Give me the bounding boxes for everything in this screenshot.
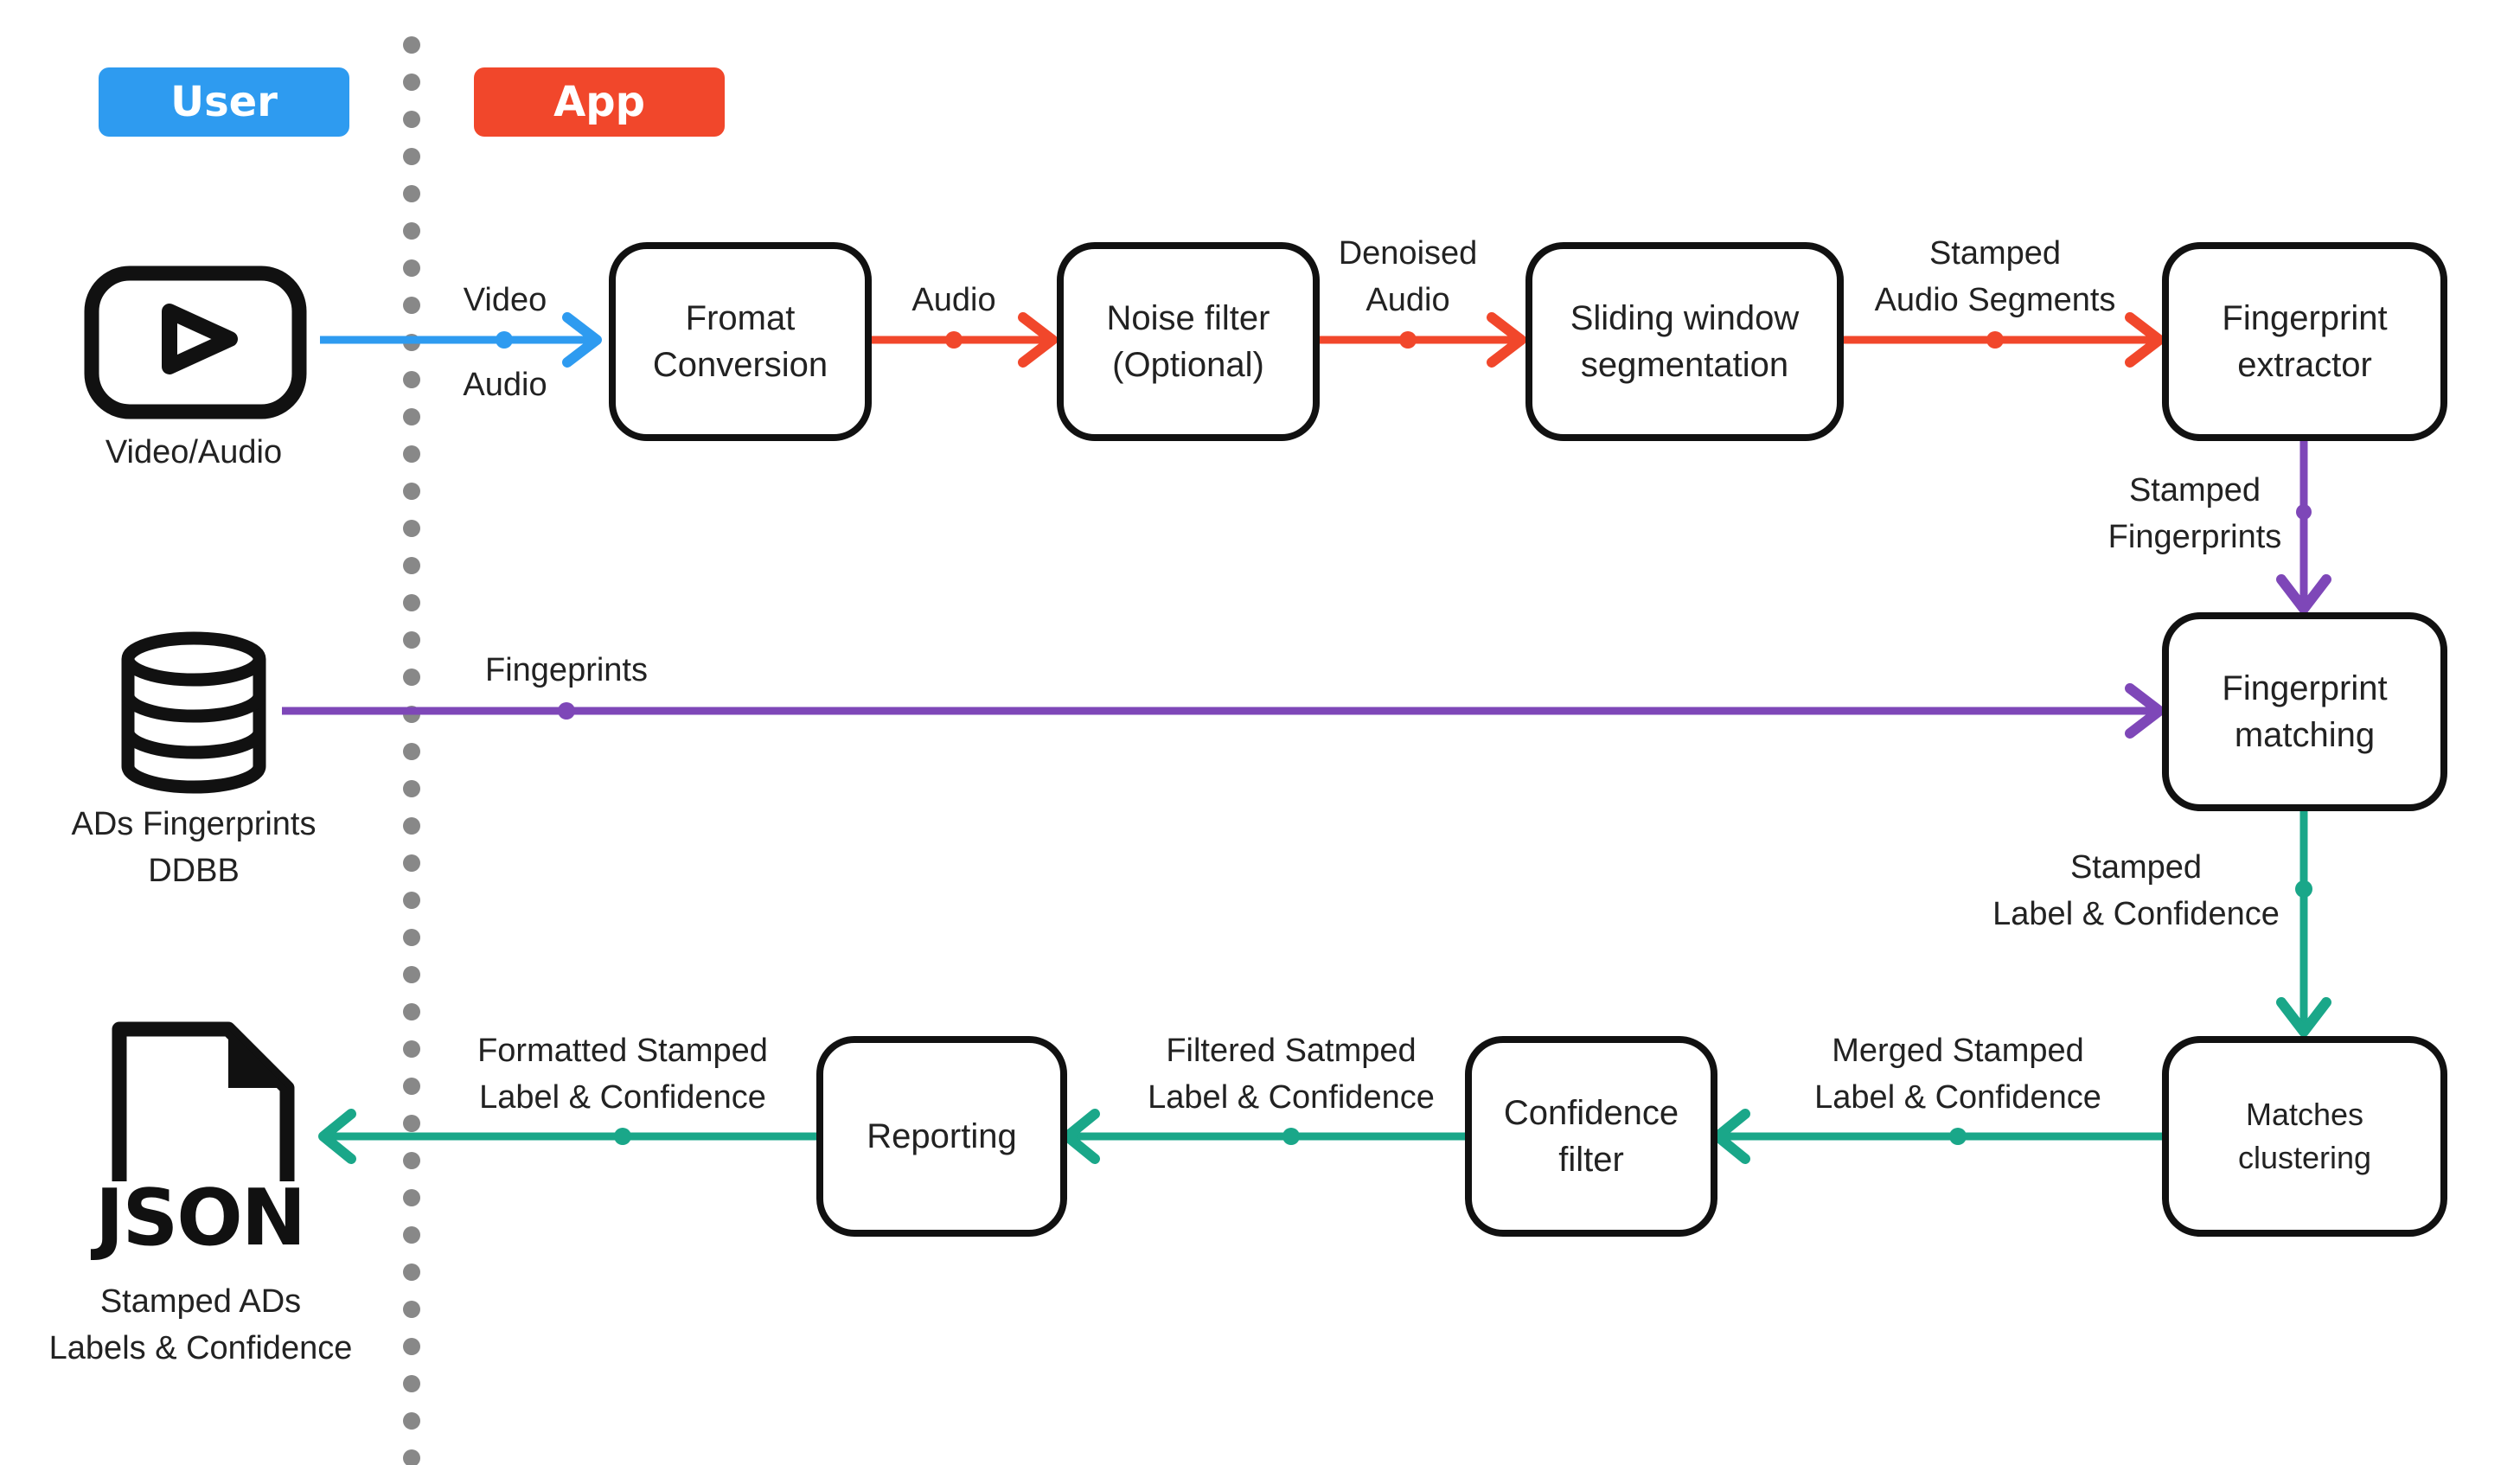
edge-label-video: Video xyxy=(463,282,547,318)
edge-clustering-to-confidence xyxy=(1712,1109,2162,1164)
json-icon-text: JSON xyxy=(95,1173,306,1263)
matches-clustering-node: Matches clustering xyxy=(2162,1036,2447,1237)
edge-label-stamped-label-confidence: Stamped Label & Confidence xyxy=(1992,849,2280,932)
edge-video-to-format xyxy=(320,312,602,368)
edge-label-stamped-audio-segments: Stamped Audio Segments xyxy=(1874,235,2116,318)
app-lane-badge: App xyxy=(474,67,725,137)
video-audio-label: Video/Audio xyxy=(105,434,283,470)
edge-label-denoised-audio: Denoised Audio xyxy=(1338,235,1478,318)
confidence-filter-node: Confidence filter xyxy=(1465,1036,1717,1237)
user-lane-badge: User xyxy=(99,67,349,137)
noise-filter-node: Noise filter (Optional) xyxy=(1057,242,1320,441)
edge-reporting-to-json xyxy=(318,1109,816,1164)
video-play-icon xyxy=(84,265,307,419)
fingerprint-extractor-node: Fingerprint extractor xyxy=(2162,242,2447,441)
edge-label-audio: Audio xyxy=(911,282,996,318)
edge-label-video-audio: Audio xyxy=(463,367,547,403)
json-output-label: Stamped ADs Labels & Confidence xyxy=(48,1283,353,1366)
edge-extractor-to-matching xyxy=(2276,440,2331,614)
json-file-icon xyxy=(112,1021,295,1181)
edge-label-merged: Merged Stamped Label & Confidence xyxy=(1814,1033,2101,1116)
fingerprint-matching-node: Fingerprint matching xyxy=(2162,612,2447,811)
edge-matching-to-clustering xyxy=(2276,811,2331,1037)
edge-label-fingerprints-db: Fingeprints xyxy=(485,652,648,688)
edge-sliding-to-extractor xyxy=(1842,312,2165,368)
edge-noise-to-sliding xyxy=(1318,312,1526,368)
format-conversion-node: Fromat Conversion xyxy=(609,242,872,441)
edge-database-to-matching xyxy=(282,683,2165,739)
reporting-node: Reporting xyxy=(816,1036,1067,1237)
edge-label-filtered: Filtered Satmped Label & Confidence xyxy=(1148,1033,1435,1116)
sliding-window-node: Sliding window segmentation xyxy=(1525,242,1844,441)
edge-format-to-noise xyxy=(869,312,1058,368)
edge-label-stamped-fingerprints: Stamped Fingerprints xyxy=(2107,472,2282,555)
edge-confidence-to-reporting xyxy=(1062,1109,1465,1164)
edge-label-formatted: Formatted Stamped Label & Confidence xyxy=(477,1033,768,1116)
database-label: ADs Fingerprints DDBB xyxy=(71,806,317,889)
database-icon xyxy=(121,631,266,794)
